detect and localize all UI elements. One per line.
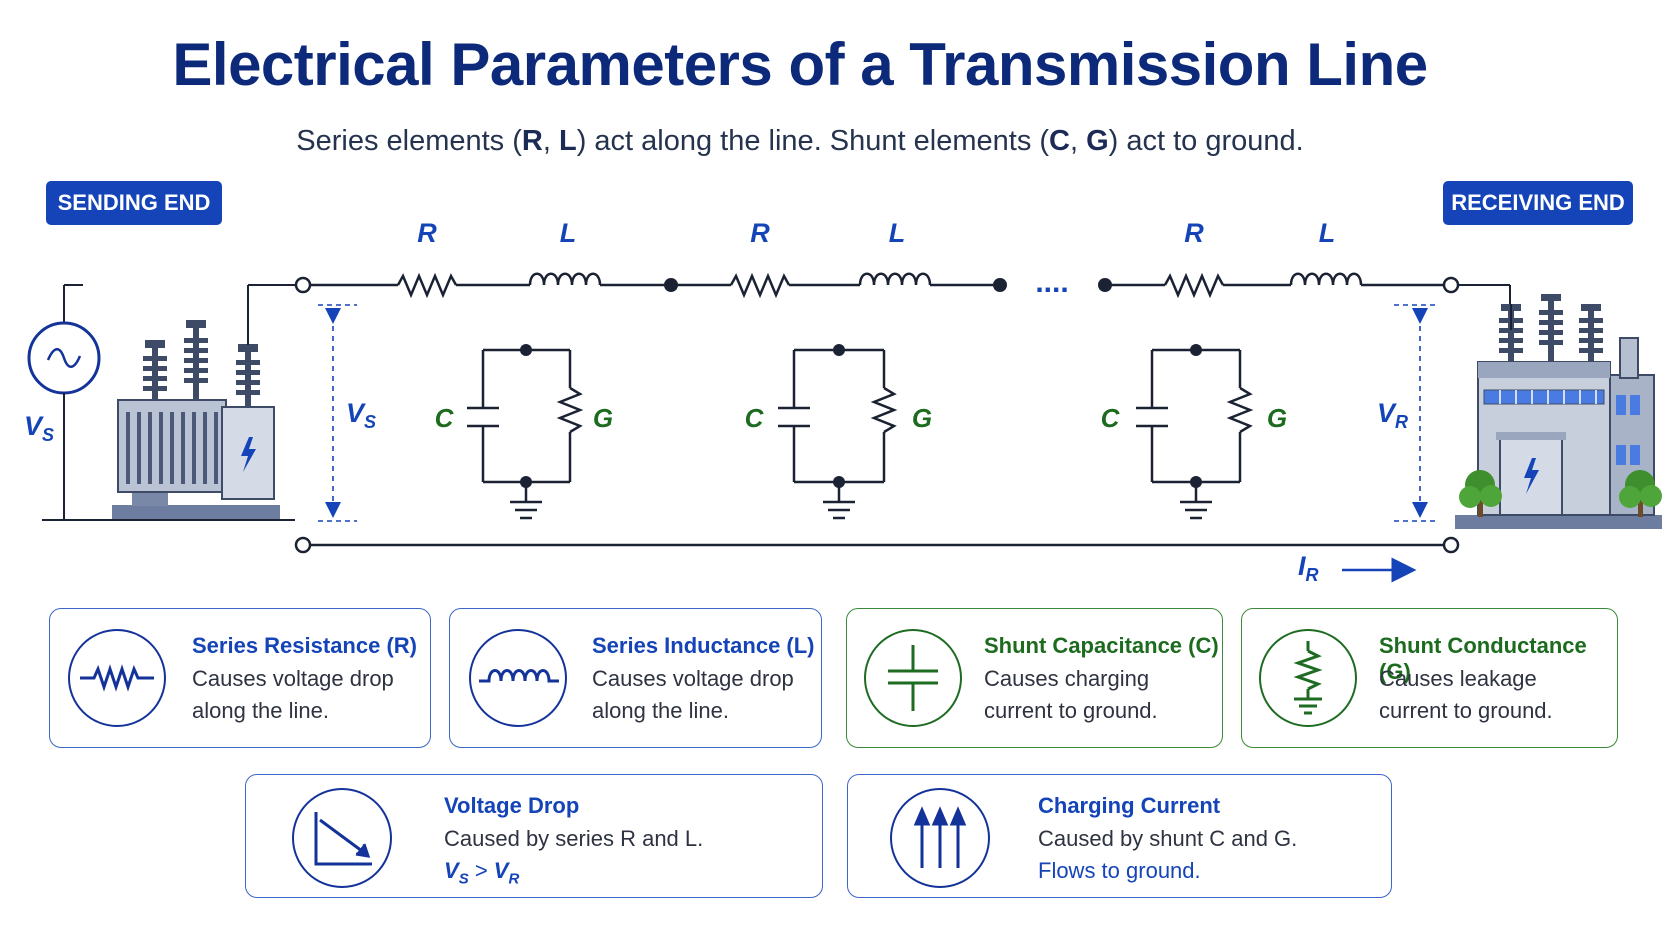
ir-label: IR: [1298, 551, 1319, 585]
card-title: Voltage Drop: [444, 793, 580, 818]
page-title: Electrical Parameters of a Transmission …: [172, 31, 1428, 98]
shunt-g-label: G: [593, 403, 613, 433]
card-line: Causes leakage: [1379, 666, 1537, 691]
shunt-c-label: C: [745, 403, 765, 433]
card-description: Caused by series R and L. VS > VR: [444, 823, 703, 895]
voltage-drop-card: Voltage Drop Caused by series R and L. V…: [245, 774, 823, 898]
ac-source-icon: [27, 284, 295, 521]
shunt-branch: [467, 348, 584, 520]
card-line: Flows to ground.: [1038, 858, 1201, 883]
charging-current-icon: [890, 788, 990, 888]
subtitle-comma: ,: [1069, 125, 1087, 157]
card-title: Series Resistance (R): [192, 633, 417, 658]
capacitor-icon: [864, 629, 962, 727]
vs-label: VS: [346, 398, 376, 432]
sending-terminal-bottom: [294, 536, 312, 554]
series-label-l2: L: [889, 218, 906, 248]
card-description: Causes voltage drop along the line.: [592, 663, 794, 727]
transformer-icon: [112, 284, 296, 519]
shunt-c-label: C: [435, 403, 455, 433]
card-line: current to ground.: [984, 698, 1158, 723]
page-subtitle: Series elements (R, L) act along the lin…: [0, 125, 1600, 158]
card-description: Causes charging current to ground.: [984, 663, 1158, 727]
subtitle-c: C: [1049, 125, 1070, 157]
junction-node: [993, 278, 1007, 292]
shunt-g-label: G: [912, 403, 932, 433]
eq-sub-s: S: [458, 870, 469, 888]
eq-v: V: [493, 858, 509, 883]
eq-v: V: [444, 858, 459, 883]
substation-icon: [1455, 294, 1662, 529]
card-title: Charging Current: [1038, 793, 1221, 818]
eq-sub-r: R: [508, 870, 520, 888]
continuation-dots: ....: [1035, 266, 1068, 299]
series-label-r2: R: [750, 218, 770, 248]
eq-gt: >: [468, 858, 494, 883]
vs-measure-arrow: [318, 304, 357, 522]
shunt-c-label: C: [1101, 403, 1121, 433]
shunt-branch: [778, 348, 898, 520]
card-description: Causes leakage current to ground.: [1379, 663, 1553, 727]
card-line: Causes voltage drop: [192, 666, 394, 691]
voltage-drop-icon: [292, 788, 392, 888]
voltage-equation: VS > VR: [444, 855, 703, 895]
vr-measure-arrow: [1394, 304, 1436, 522]
card-title: Series Inductance (L): [592, 633, 815, 658]
junction-node: [1098, 278, 1112, 292]
card-title: Shunt Capacitance (C): [984, 633, 1219, 658]
series-resistance-card: Series Resistance (R) Causes voltage dro…: [49, 608, 431, 748]
card-line: along the line.: [192, 698, 329, 723]
shunt-conductance-card: Shunt Conductance (G) Causes leakage curr…: [1241, 608, 1618, 748]
resistor-icon: [68, 629, 166, 727]
subtitle-text: ) act along the line. Shunt elements (: [576, 125, 1050, 157]
series-label-l3: L: [1319, 218, 1336, 248]
card-title: Shunt Conductance (G): [1379, 633, 1587, 684]
subtitle-text: Series elements (: [296, 125, 522, 157]
card-description: Causes voltage drop along the line.: [192, 663, 394, 727]
subtitle-text: ) act to ground.: [1108, 125, 1304, 157]
card-line: Caused by series R and L.: [444, 826, 704, 851]
inductor-icon: [469, 629, 567, 727]
receiving-terminal-bottom: [1442, 536, 1460, 554]
card-line: Caused by shunt C and G.: [1038, 826, 1298, 851]
subtitle-l: L: [558, 125, 577, 157]
charging-current-card: Charging Current Caused by shunt C and G…: [847, 774, 1392, 898]
sending-terminal-top: [294, 276, 312, 294]
card-line: Causes charging: [984, 666, 1150, 691]
receiving-end-badge: RECEIVING END: [1443, 181, 1633, 225]
series-inductance-card: Series Inductance (L) Causes voltage dro…: [449, 608, 822, 748]
junction-node: [664, 278, 678, 292]
vr-label: VR: [1377, 398, 1408, 432]
subtitle-r: R: [521, 125, 543, 157]
card-line: current to ground.: [1379, 698, 1553, 723]
card-description: Caused by shunt C and G. Flows to ground…: [1038, 823, 1297, 887]
subtitle-g: G: [1086, 125, 1109, 157]
card-line: Causes voltage drop: [592, 666, 794, 691]
tree-icon: [1459, 470, 1662, 517]
series-label-r3: R: [1184, 218, 1204, 248]
shunt-capacitance-card: Shunt Capacitance (C) Causes charging cur…: [846, 608, 1223, 748]
sending-end-badge: SENDING END: [46, 181, 222, 225]
receiving-terminal-top: [1442, 276, 1460, 294]
shunt-branch: [1136, 348, 1254, 520]
conductance-icon: [1259, 629, 1357, 727]
series-label-l1: L: [560, 218, 577, 248]
shunt-g-label: G: [1267, 403, 1287, 433]
vs-source-label: VS: [24, 411, 54, 445]
top-conductor: [310, 272, 1444, 299]
series-label-r1: R: [417, 218, 437, 248]
subtitle-comma: ,: [542, 125, 559, 157]
card-line: along the line.: [592, 698, 729, 723]
